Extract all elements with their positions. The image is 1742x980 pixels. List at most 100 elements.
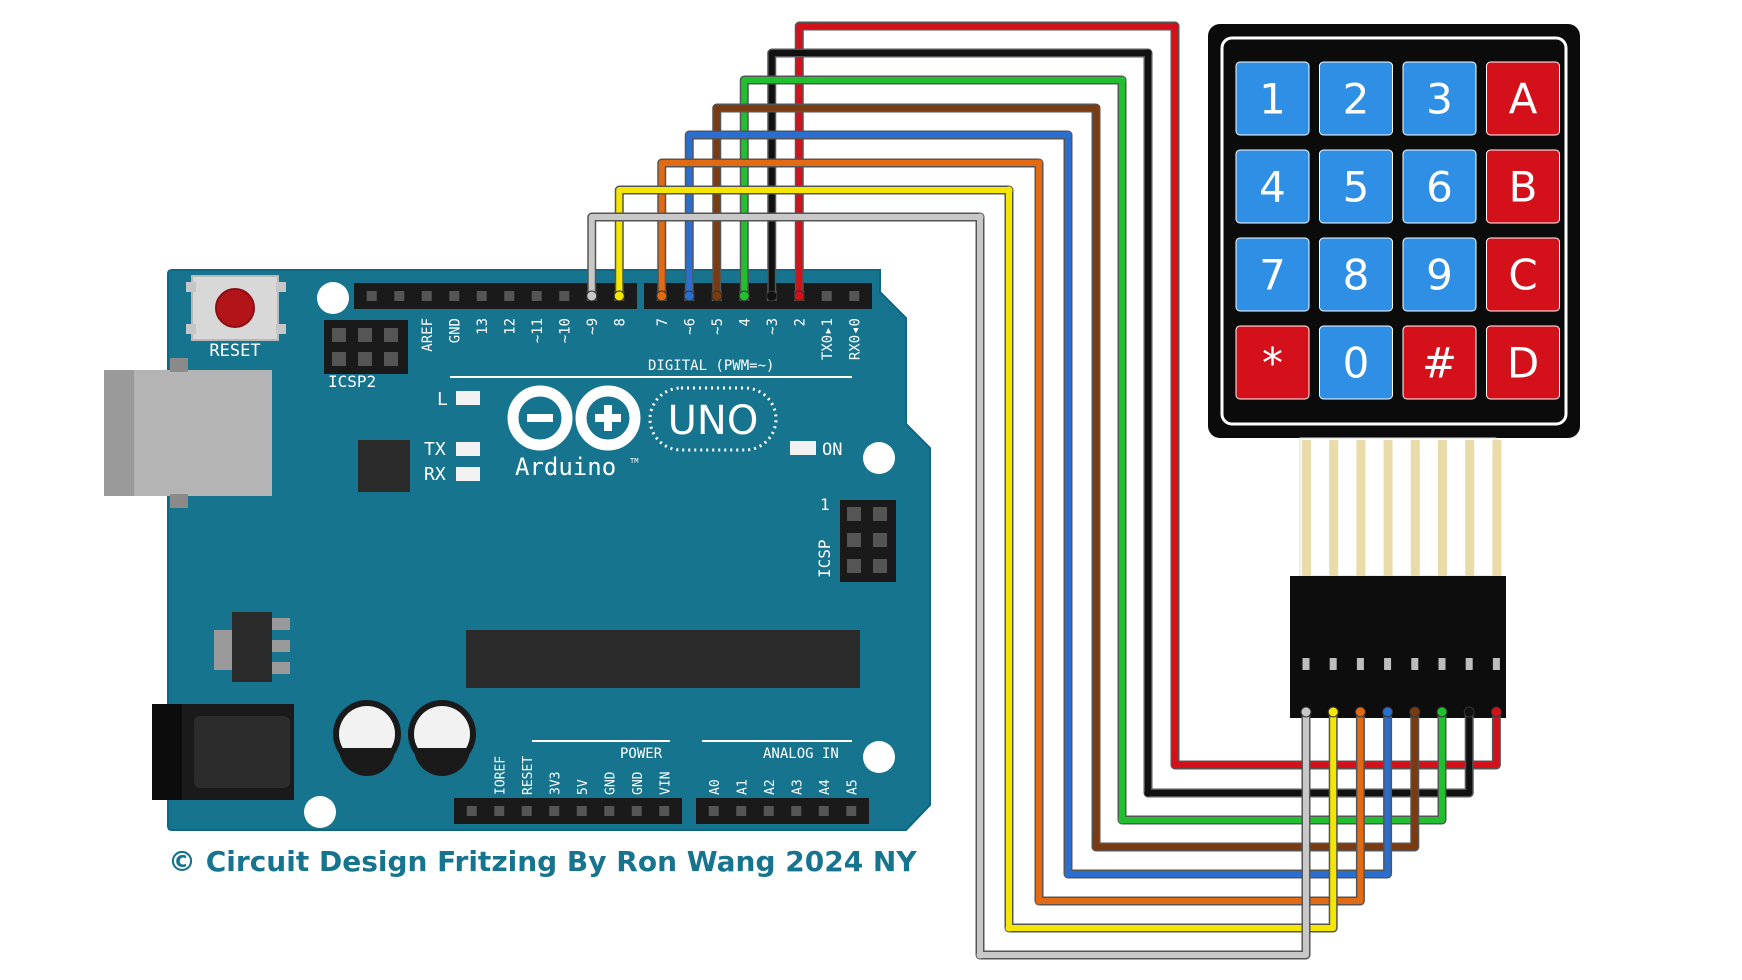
key-9[interactable] (1402, 237, 1477, 312)
icsp2-pin (358, 328, 372, 342)
power-pin-socket[interactable] (466, 806, 477, 816)
key-D[interactable] (1486, 325, 1560, 400)
digital-left-pin-socket[interactable] (449, 291, 460, 301)
ribbon-trace (1302, 440, 1311, 576)
key-8[interactable] (1319, 237, 1393, 312)
keypad-connector[interactable] (1290, 576, 1506, 718)
digital-left-pin-socket[interactable] (476, 291, 487, 301)
key-2[interactable] (1319, 61, 1393, 136)
power-pin-socket[interactable] (631, 806, 642, 816)
key-label: 7 (1259, 251, 1286, 300)
wire-bend (1144, 789, 1152, 797)
key-label: C (1508, 251, 1537, 300)
power-label: POWER (620, 746, 663, 762)
key-1[interactable] (1235, 61, 1310, 136)
connector-slot (1356, 658, 1364, 670)
key-label: 9 (1426, 251, 1453, 300)
key-A[interactable] (1486, 61, 1560, 136)
digital-pin-label: AREF (420, 318, 436, 352)
icsp2-label: ICSP2 (328, 372, 376, 391)
icsp-pin (873, 507, 887, 521)
icsp-pin (847, 559, 861, 573)
digital-right-pin-housing (644, 283, 872, 309)
connector-slot (1329, 658, 1337, 670)
arduino-board: RESET ICSP2 L TX RX ON Arduino TM UNO (104, 269, 931, 831)
wire-bend (1035, 159, 1043, 167)
led-on (790, 441, 816, 455)
wire-end-keypad (1490, 706, 1502, 718)
wire-bend (1118, 76, 1126, 84)
keypad-frame (1220, 36, 1568, 426)
wire-bend (1005, 186, 1013, 194)
reset-label: RESET (209, 341, 260, 361)
analog-pin-label: A0 (708, 779, 723, 795)
analog-pin-socket[interactable] (791, 806, 802, 816)
key-7[interactable] (1235, 237, 1310, 312)
connector-slot (1438, 658, 1446, 670)
analog-pin-socket[interactable] (818, 806, 829, 816)
analog-pin-label: A1 (735, 779, 750, 795)
mounting-hole-top-left (317, 282, 349, 314)
digital-left-pin-socket[interactable] (559, 291, 570, 301)
analog-pin-socket[interactable] (763, 806, 774, 816)
usb-connector-tab-bottom (170, 494, 188, 508)
power-pin-socket[interactable] (521, 806, 532, 816)
usb-connector-inner (104, 370, 134, 496)
power-pin-socket[interactable] (549, 806, 560, 816)
digital-right-pin-socket[interactable] (849, 291, 860, 301)
power-pin-socket[interactable] (576, 806, 587, 816)
digital-left-pin-socket[interactable] (394, 291, 405, 301)
digital-pin-label: 4 (737, 318, 753, 326)
key-C[interactable] (1486, 237, 1560, 312)
icsp2-pin (384, 328, 398, 342)
wire-end-arduino (793, 290, 805, 302)
digital-right-pin-socket[interactable] (821, 291, 832, 301)
wire-bend (976, 213, 984, 221)
key-label: 1 (1259, 75, 1286, 124)
digital-pin-label: ~11 (530, 318, 546, 343)
digital-pin-label: GND (447, 318, 463, 343)
wire-end-keypad (1463, 706, 1475, 718)
key-4[interactable] (1235, 149, 1310, 224)
capacitor-1 (333, 700, 401, 776)
icsp-label: ICSP (815, 539, 834, 578)
key-#[interactable] (1402, 325, 1477, 400)
analog-pin-socket[interactable] (846, 806, 857, 816)
digital-left-pin-socket[interactable] (531, 291, 542, 301)
connector-slot (1492, 658, 1500, 670)
key-*[interactable] (1235, 325, 1310, 400)
power-pin-socket[interactable] (604, 806, 615, 816)
key-B[interactable] (1486, 149, 1560, 224)
key-label: 3 (1426, 75, 1453, 124)
reset-button-cap[interactable] (215, 288, 255, 328)
key-3[interactable] (1402, 61, 1477, 136)
key-label: * (1262, 339, 1283, 388)
key-6[interactable] (1402, 149, 1477, 224)
power-pin-label: GND (631, 771, 646, 795)
digital-left-pin-socket[interactable] (366, 291, 377, 301)
key-label: B (1509, 163, 1538, 212)
power-pin-housing (454, 798, 682, 824)
voltage-regulator-tab (214, 630, 232, 670)
analog-pin-label: A3 (790, 779, 805, 795)
uno-label: UNO (668, 398, 759, 444)
digital-left-pin-socket[interactable] (421, 291, 432, 301)
wire (768, 50, 1473, 796)
ribbon-traces (1302, 440, 1502, 576)
power-pin-socket[interactable] (659, 806, 670, 816)
icsp-pin (847, 533, 861, 547)
key-5[interactable] (1319, 149, 1393, 224)
power-pin-socket[interactable] (494, 806, 505, 816)
key-0[interactable] (1319, 325, 1393, 400)
reset-button-leg-r2 (276, 324, 286, 334)
analog-pin-socket[interactable] (708, 806, 719, 816)
mounting-hole-right-upper (863, 442, 895, 474)
digital-left-pin-socket[interactable] (504, 291, 515, 301)
icsp-pin1-label: 1 (820, 495, 830, 514)
led-rx (456, 467, 480, 481)
logo-minus (527, 414, 553, 422)
wire-end-keypad (1300, 706, 1312, 718)
voltage-regulator (232, 612, 272, 682)
analog-pin-socket[interactable] (736, 806, 747, 816)
